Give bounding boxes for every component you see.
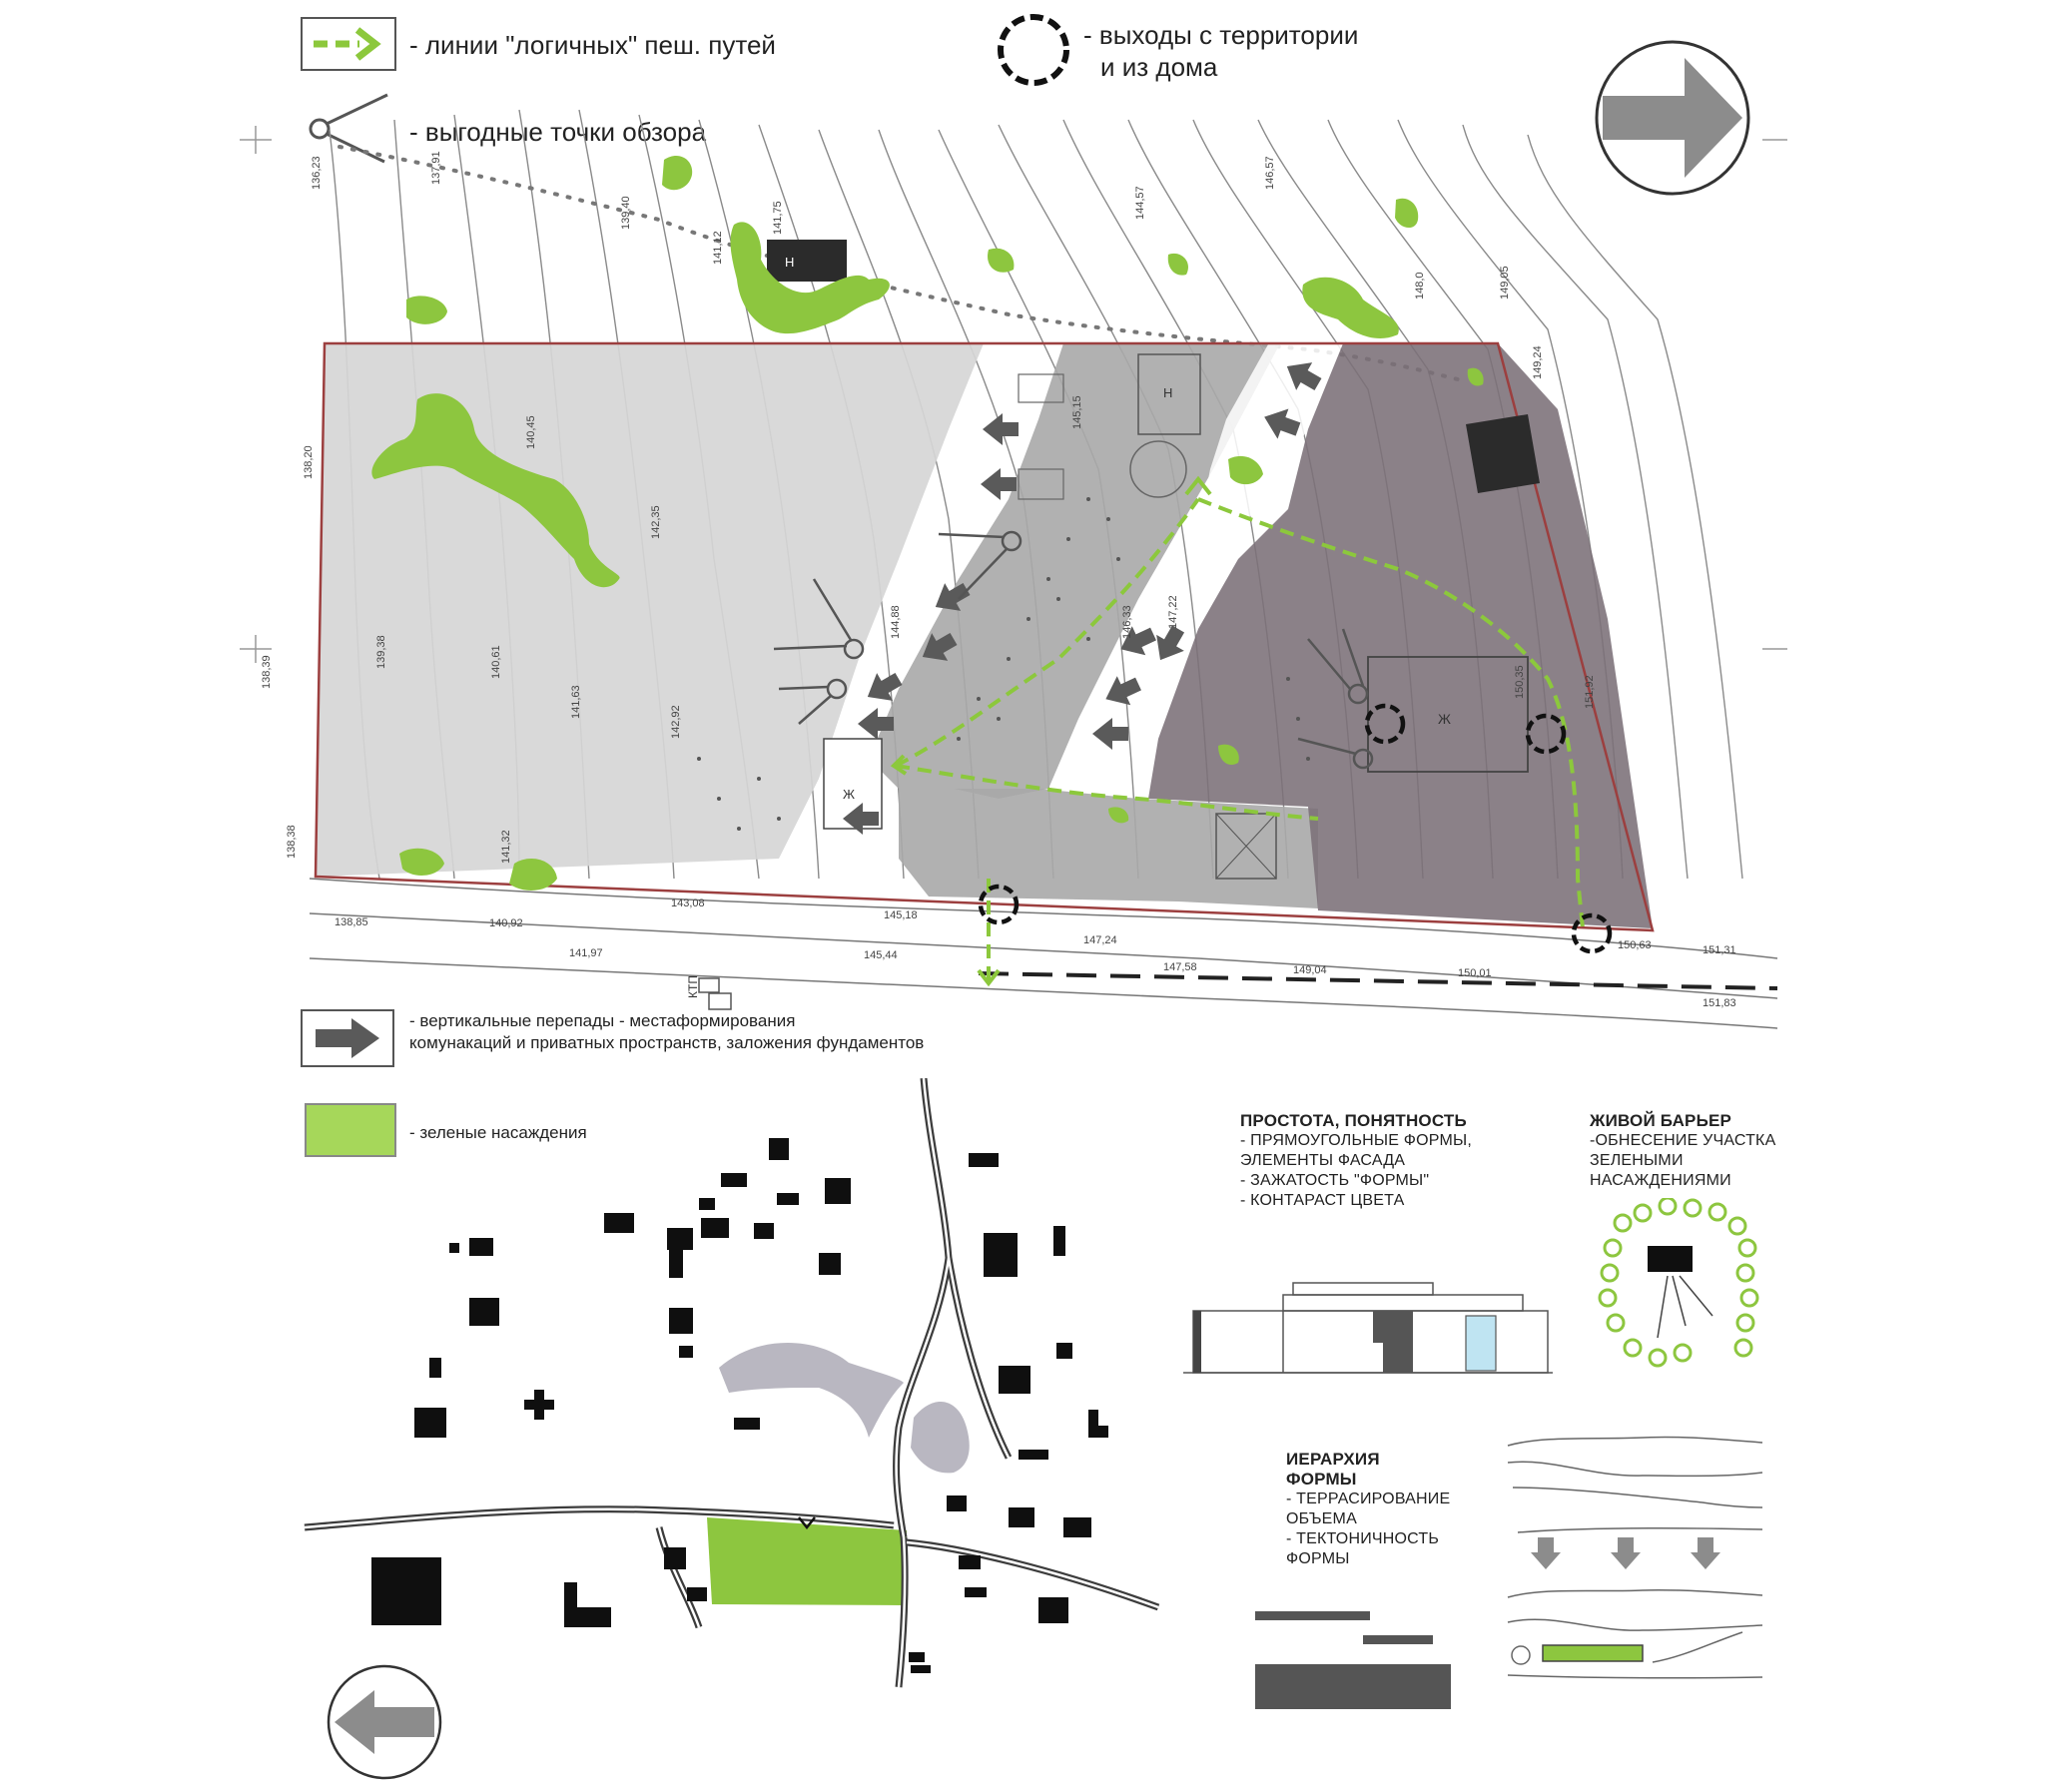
svg-text:138,38: 138,38 — [286, 825, 298, 859]
terracing-sketch — [1507, 1436, 1763, 1679]
svg-text:138,85: 138,85 — [335, 916, 368, 928]
vertical-legend-label-2: комунакаций и приватных пространств, зал… — [409, 1033, 925, 1052]
svg-text:139,38: 139,38 — [375, 635, 387, 669]
svg-text:147,24: 147,24 — [1083, 934, 1117, 946]
hierarchy-sketch — [1255, 1611, 1451, 1709]
svg-text:146,33: 146,33 — [1121, 605, 1133, 639]
barrier-title: ЖИВОЙ БАРЬЕР — [1590, 1111, 1732, 1130]
svg-text:150,63: 150,63 — [1618, 939, 1652, 951]
svg-text:147,22: 147,22 — [1167, 595, 1179, 629]
svg-text:140,92: 140,92 — [489, 917, 523, 929]
svg-text:149,04: 149,04 — [1293, 964, 1327, 976]
svg-text:141,12: 141,12 — [712, 231, 724, 265]
viewpoint-icon — [309, 93, 388, 164]
svg-text:147,58: 147,58 — [1163, 961, 1197, 973]
exits-legend-label-2: и из дома — [1100, 52, 1218, 82]
svg-text:141,63: 141,63 — [570, 685, 582, 719]
svg-text:151,31: 151,31 — [1703, 944, 1736, 956]
svg-text:145,44: 145,44 — [864, 949, 898, 961]
svg-text:140,61: 140,61 — [490, 645, 502, 679]
building-letter: Н — [1163, 385, 1172, 400]
svg-text:142,92: 142,92 — [670, 705, 682, 739]
hierarchy-title: ИЕРАРХИЯ ФОРМЫ — [1286, 1450, 1380, 1489]
svg-text:140,45: 140,45 — [525, 415, 537, 449]
facade-sketch — [1183, 1282, 1553, 1374]
context-grey-area — [719, 1343, 904, 1438]
ktp-label: КТП — [686, 975, 700, 998]
svg-text:142,35: 142,35 — [650, 505, 662, 539]
svg-text:151,83: 151,83 — [1703, 997, 1736, 1009]
exit-markers — [978, 703, 1613, 954]
south-arrow-icon — [327, 1664, 442, 1780]
svg-text:137,91: 137,91 — [430, 151, 442, 185]
building-east — [1466, 414, 1540, 493]
terrain-arrow-icon — [301, 1009, 394, 1067]
path-legend-swatch — [301, 17, 396, 71]
paths-legend-label: - линии "логичных" пеш. путей — [409, 30, 776, 60]
building-letter: Ж — [843, 787, 855, 802]
svg-text:138,20: 138,20 — [303, 445, 315, 479]
elevation-labels: 136,23 137,91 139,40 141,12 141,75 144,5… — [261, 151, 1736, 1009]
context-buildings — [371, 1138, 1108, 1673]
down-arrow-icon — [1531, 1537, 1720, 1569]
context-grey-area — [911, 1401, 970, 1474]
svg-text:146,57: 146,57 — [1264, 156, 1276, 190]
site-plan: Н Н Ж Ж КТП — [240, 109, 1787, 1029]
site-boundary — [314, 341, 1655, 932]
zone-dark — [1148, 343, 1653, 928]
svg-text:141,32: 141,32 — [500, 830, 512, 864]
svg-text:144,88: 144,88 — [890, 605, 902, 639]
svg-text:136,23: 136,23 — [311, 156, 323, 190]
svg-text:149,05: 149,05 — [1499, 266, 1511, 299]
svg-text:151,92: 151,92 — [1584, 675, 1596, 709]
simplicity-body: - ПРЯМОУГОЛЬНЫЕ ФОРМЫ, ЭЛЕМЕНТЫ ФАСАДА -… — [1240, 1132, 1473, 1209]
svg-text:141,97: 141,97 — [569, 947, 603, 959]
building-north — [767, 240, 847, 282]
context-site — [707, 1517, 907, 1605]
zone-mid — [869, 343, 1280, 799]
building-letter: Н — [785, 255, 794, 270]
svg-text:145,18: 145,18 — [884, 909, 918, 921]
svg-text:150,35: 150,35 — [1514, 665, 1526, 699]
exits-legend-label-1: - выходы с территории — [1083, 20, 1359, 50]
svg-text:143,08: 143,08 — [671, 897, 705, 909]
svg-text:149,24: 149,24 — [1532, 345, 1544, 379]
vertical-legend-label-1: - вертикальные перепады - местаформирова… — [409, 1011, 796, 1030]
simplicity-title: ПРОСТОТА, ПОНЯТНОСТЬ — [1240, 1111, 1467, 1130]
svg-text:150,01: 150,01 — [1458, 967, 1492, 979]
barrier-body: -ОБНЕСЕНИЕ УЧАСТКА ЗЕЛЕНЫМИ НАСАЖДЕНИЯМИ — [1590, 1132, 1776, 1189]
greenery-patches — [371, 155, 1484, 891]
context-map — [304, 1078, 1160, 1688]
viewpoints-legend-label: - выгодные точки обзора — [409, 117, 707, 147]
svg-text:144,57: 144,57 — [1134, 186, 1146, 220]
north-arrow-icon — [1595, 40, 1750, 196]
living-barrier-sketch — [1598, 1198, 1759, 1368]
building-letter: Ж — [1438, 711, 1451, 727]
svg-text:145,15: 145,15 — [1071, 395, 1083, 429]
exit-circle-icon — [998, 14, 1069, 86]
greenery-legend-label: - зеленые насаждения — [409, 1123, 587, 1142]
svg-text:138,39: 138,39 — [261, 655, 273, 689]
greenery-legend-swatch — [305, 1103, 396, 1157]
viewpoint-markers — [773, 530, 1374, 770]
svg-text:139,40: 139,40 — [620, 196, 632, 230]
svg-text:148,0: 148,0 — [1414, 272, 1426, 299]
hierarchy-body: - ТЕРРАСИРОВАНИЕ ОБЪЕМА - ТЕКТОНИЧНОСТЬ … — [1286, 1491, 1451, 1567]
svg-text:141,75: 141,75 — [772, 201, 784, 235]
terrain-arrows — [843, 362, 1322, 835]
